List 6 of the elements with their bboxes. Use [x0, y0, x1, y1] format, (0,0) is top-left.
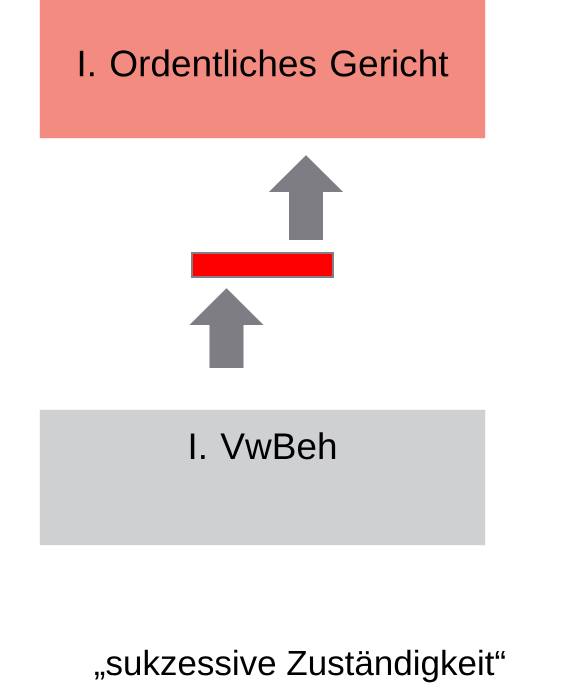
box-label: I. VwBeh	[190, 432, 336, 460]
authority-box	[40, 410, 486, 546]
court-box	[40, 0, 486, 138]
caption: „sukzessive Zuständigkeit“	[95, 650, 505, 682]
blocking-bar	[191, 252, 334, 278]
box-label: I. Ordentliches Gericht	[80, 49, 448, 77]
